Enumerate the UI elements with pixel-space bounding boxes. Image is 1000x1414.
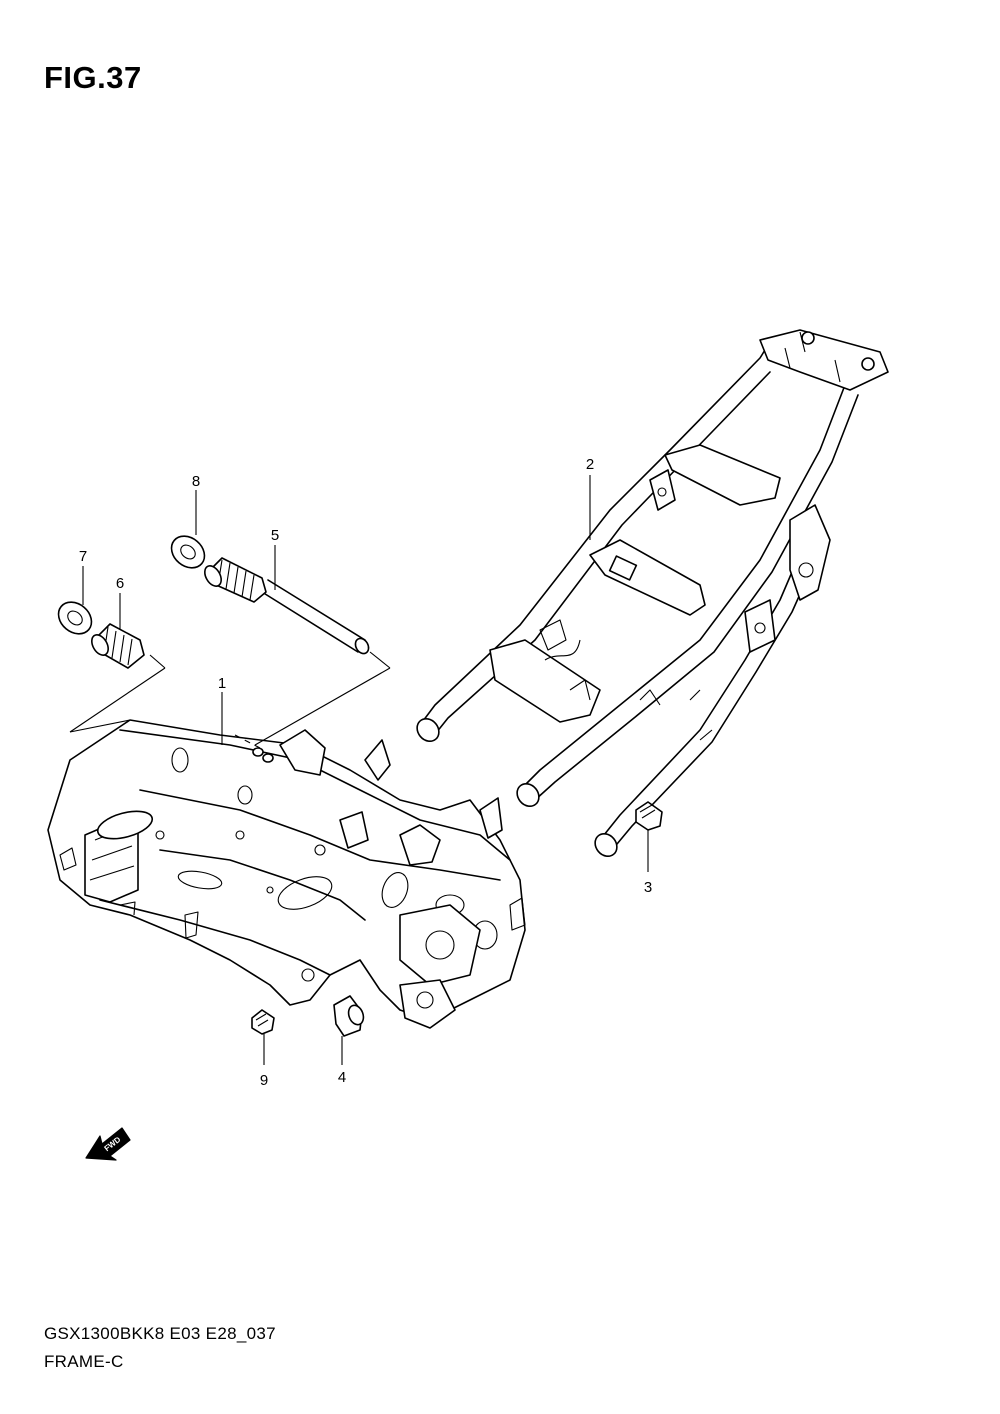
- part-9-bolt: [251, 1009, 275, 1035]
- fwd-arrow-icon: FWD: [85, 1127, 131, 1161]
- callout-1: 1: [218, 675, 226, 692]
- callout-5: 5: [271, 527, 279, 544]
- leader-lines: [82, 475, 649, 1065]
- callout-7: 7: [79, 548, 87, 565]
- part-8-nut: [170, 535, 206, 569]
- main-frame: [47, 719, 526, 1029]
- callout-6: 6: [116, 575, 124, 592]
- callout-3: 3: [644, 879, 652, 896]
- part-7-nut: [57, 601, 93, 635]
- part-6-bushing: [91, 623, 145, 669]
- drawing-name: FRAME-C: [44, 1352, 124, 1371]
- callout-labels: 1 2 3 4 5 6 7 8 9: [79, 456, 652, 1089]
- figure-title: FIG.37: [44, 60, 142, 95]
- callout-4: 4: [338, 1069, 346, 1086]
- callout-9: 9: [260, 1072, 268, 1089]
- assembly-guides: [69, 651, 391, 749]
- part-5-shaft: [204, 557, 370, 655]
- drawing-code: GSX1300BKK8 E03 E28_037: [44, 1324, 276, 1343]
- rear-subframe: [416, 329, 889, 858]
- callout-2: 2: [586, 456, 594, 473]
- callout-8: 8: [192, 473, 200, 490]
- part-3-bolt: [635, 801, 663, 831]
- part-4-collar: [333, 995, 365, 1037]
